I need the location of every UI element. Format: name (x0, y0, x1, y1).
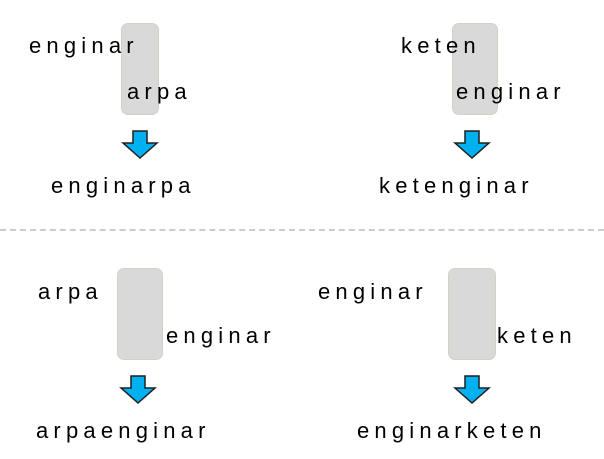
second-word: enginar (456, 79, 566, 104)
overlap-box (117, 268, 163, 360)
result-word: enginarketen (357, 418, 547, 443)
second-word: arpa (127, 79, 192, 104)
result-word: ketenginar (379, 173, 534, 198)
down-arrow-icon (121, 130, 159, 160)
section-divider (0, 229, 604, 231)
overlap-box (121, 23, 159, 115)
result-word: arpaenginar (36, 418, 211, 443)
first-word: keten (401, 33, 481, 58)
overlap-box (448, 268, 496, 360)
down-arrow-icon (453, 375, 491, 405)
second-word: keten (497, 323, 577, 348)
overlap-box (452, 23, 498, 115)
down-arrow-icon (453, 130, 491, 160)
result-word: enginarpa (51, 173, 196, 198)
first-word: arpa (38, 279, 103, 304)
second-word: enginar (166, 323, 276, 348)
first-word: enginar (318, 279, 428, 304)
first-word: enginar (29, 33, 139, 58)
down-arrow-icon (119, 375, 157, 405)
